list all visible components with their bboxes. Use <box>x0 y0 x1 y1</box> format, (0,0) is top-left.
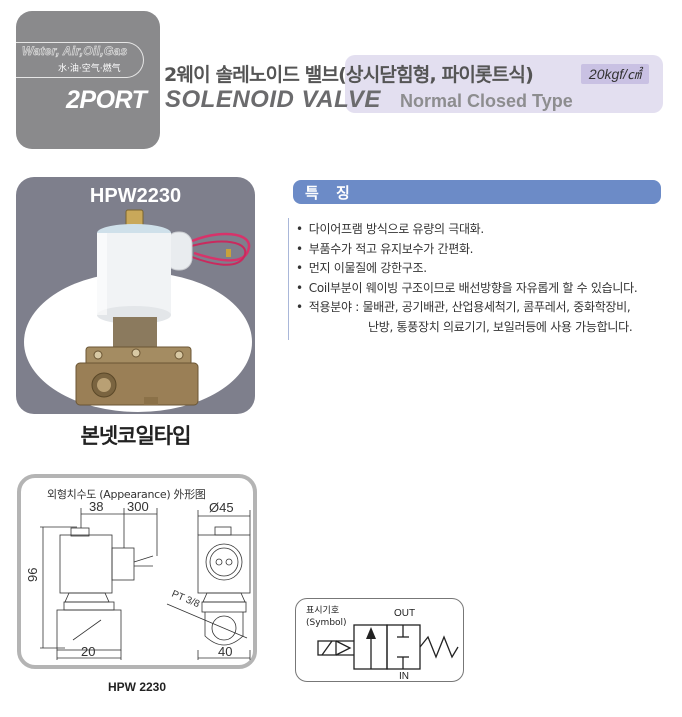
product-model: HPW2230 <box>89 185 182 207</box>
dim-label-38: 38 <box>89 499 103 514</box>
dim-label-300: 300 <box>127 499 149 514</box>
page-title-korean: 2웨이 솔레노이드 밸브(상시닫힘형, 파이롯트식) <box>164 64 534 86</box>
media-pill <box>16 42 144 78</box>
dim-label-20: 20 <box>81 644 95 659</box>
symbol-out-label: OUT <box>394 608 415 619</box>
dim-label-40: 40 <box>218 644 232 659</box>
dimension-caption: HPW 2230 <box>107 680 167 694</box>
dimension-title: 외형치수도 (Appearance) 外形图 <box>47 488 206 501</box>
port-label: 2PORT <box>66 86 147 114</box>
dim-label-96: 96 <box>25 568 40 582</box>
features-divider <box>288 218 289 340</box>
features-title: 특 징 <box>305 184 356 202</box>
product-caption: 본넷코일타입 <box>80 424 192 448</box>
feature-item: 다이어프램 방식으로 유량의 극대화. <box>296 220 637 240</box>
features-header: 특 징 <box>293 180 661 204</box>
feature-item: 부품수가 적고 유지보수가 간편화. <box>296 240 637 260</box>
dim-label-diameter: Ø45 <box>209 500 234 515</box>
symbol-label: 표시기호 (Symbol) <box>306 605 347 629</box>
feature-item: 적용분야 : 물배관, 공기배관, 산업용세척기, 콤푸레서, 중화학장비, <box>296 298 637 318</box>
feature-item: 먼지 이물질에 강한구조. <box>296 259 637 279</box>
page-title-english: SOLENOID VALVE <box>165 86 381 113</box>
product-panel: HPW2230 <box>16 177 255 414</box>
symbol-panel: 표시기호 (Symbol) OUT IN <box>295 598 464 682</box>
dimension-drawing-panel: 외형치수도 (Appearance) 外形图 <box>17 474 257 669</box>
features-list: 다이어프램 방식으로 유량의 극대화. 부품수가 적고 유지보수가 간편화. 먼… <box>296 220 638 337</box>
symbol-in-label: IN <box>399 671 409 680</box>
media-english: Water, Air,Oil,Gas <box>22 44 128 59</box>
symbol-label-korean: 표시기호 <box>306 606 340 616</box>
dimension-drawing: 38 300 Ø45 20 40 96 PT 3/8 <box>25 499 251 660</box>
symbol-label-english: (Symbol) <box>306 618 347 628</box>
solenoid-valve-image <box>75 209 251 406</box>
media-chinese: 水·油·空气·燃气 <box>58 64 121 74</box>
port-badge-box <box>16 11 160 149</box>
valve-symbol-diagram: OUT IN <box>317 608 459 680</box>
feature-item-continuation: 난방, 통풍장치 의료기기, 보일러등에 사용 가능합니다. <box>368 319 633 334</box>
feature-item: Coil부분이 웨이빙 구조이므로 배선방향을 자유롭게 할 수 있습니다. <box>296 279 638 299</box>
page-subtitle: Normal Closed Type <box>400 91 573 111</box>
pressure-badge: 20kgf/㎠ <box>581 64 649 84</box>
